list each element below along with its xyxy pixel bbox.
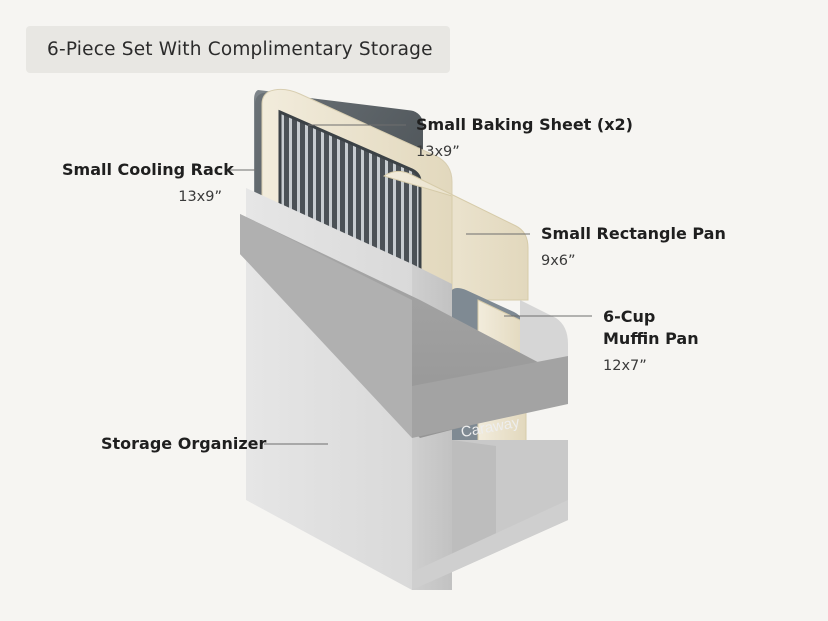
callout-title: Small Baking Sheet (x2) <box>416 115 633 134</box>
callout-dim: 12x7” <box>603 358 647 374</box>
callout-title-line2: Muffin Pan <box>603 329 699 348</box>
callout-cooling-rack: Small Cooling Rack 13x9” <box>62 159 234 208</box>
callout-dim: 13x9” <box>416 144 460 160</box>
callout-storage-organizer: Storage Organizer <box>101 433 266 455</box>
callout-title: Small Rectangle Pan <box>541 224 726 243</box>
storage-organizer <box>240 188 568 590</box>
callout-title: Storage Organizer <box>101 434 267 453</box>
callout-dim: 13x9” <box>178 189 222 205</box>
callout-muffin-pan: 6-Cup Muffin Pan 12x7” <box>603 306 699 377</box>
callout-baking-sheet: Small Baking Sheet (x2) 13x9” <box>416 114 633 163</box>
callout-title-line1: 6-Cup <box>603 307 656 326</box>
rectangle-pan <box>382 170 529 301</box>
set-title-pill: 6-Piece Set With Complimentary Storage <box>26 26 450 73</box>
leader-lines <box>230 124 592 445</box>
callout-title: Small Cooling Rack <box>62 160 234 179</box>
set-title: 6-Piece Set With Complimentary Storage <box>47 39 433 60</box>
callout-rectangle-pan: Small Rectangle Pan 9x6” <box>541 223 726 272</box>
callout-dim: 9x6” <box>541 253 576 269</box>
